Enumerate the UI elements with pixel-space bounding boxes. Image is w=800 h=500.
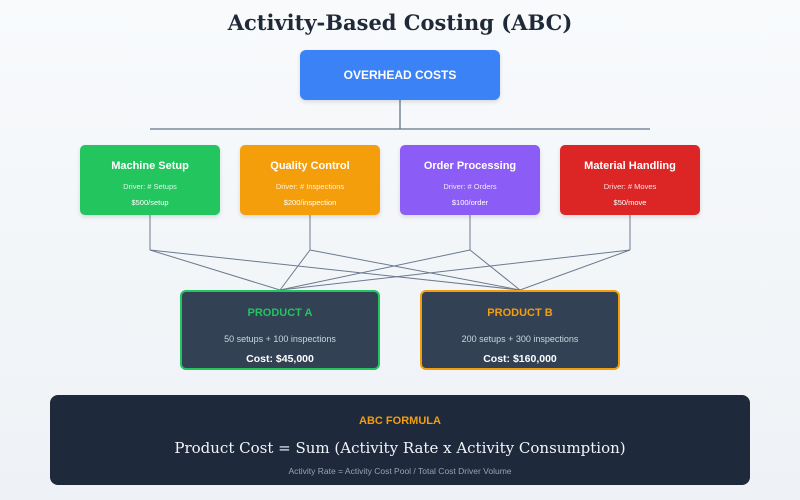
activity-order-processing: Order Processing Driver: # Orders $100/o…	[400, 145, 540, 215]
diagram-title: Activity-Based Costing (ABC)	[227, 10, 573, 35]
activity-quality-control: Quality Control Driver: # Inspections $2…	[240, 145, 380, 215]
link-4-a	[279, 249, 631, 291]
activity-rate: $200/inspection	[283, 198, 337, 207]
link-4-b	[519, 249, 631, 291]
activity-rate: $50/move	[613, 198, 647, 207]
product-consumption: 200 setups + 300 inspections	[461, 334, 579, 344]
product-b-node: PRODUCT B 200 setups + 300 inspections C…	[420, 290, 620, 370]
activity-name: Machine Setup	[111, 160, 189, 172]
activity-name: Material Handling	[584, 160, 676, 172]
product-cost: Cost: $45,000	[246, 353, 314, 365]
link-3-b	[469, 249, 521, 291]
link-2-b	[309, 249, 521, 291]
link-1-b	[149, 249, 521, 291]
product-name: PRODUCT B	[487, 307, 553, 319]
link-1-a	[149, 249, 281, 291]
activity-material-handling: Material Handling Driver: # Moves $50/mo…	[560, 145, 700, 215]
overhead-costs-node: OVERHEAD COSTS	[300, 50, 500, 100]
activity-driver: Driver: # Setups	[123, 182, 177, 191]
product-name: PRODUCT A	[247, 307, 313, 319]
activity-name: Order Processing	[423, 160, 517, 172]
activity-rate: $100/order	[451, 198, 489, 207]
link-2-a	[279, 249, 311, 291]
activity-name: Quality Control	[270, 160, 350, 172]
formula-label: ABC FORMULA	[359, 415, 441, 427]
activity-driver: Driver: # Inspections	[275, 182, 345, 191]
link-3-a	[279, 249, 471, 291]
activity-rate: $500/setup	[131, 198, 169, 207]
formula-equation: Product Cost = Sum (Activity Rate x Acti…	[174, 439, 626, 457]
product-consumption: 50 setups + 100 inspections	[224, 334, 336, 344]
product-cost: Cost: $160,000	[483, 353, 557, 365]
activity-driver: Driver: # Moves	[603, 182, 657, 191]
activity-driver: Driver: # Orders	[443, 182, 497, 191]
product-a-node: PRODUCT A 50 setups + 100 inspections Co…	[180, 290, 380, 370]
abc-formula-panel: ABC FORMULA Product Cost = Sum (Activity…	[50, 395, 750, 485]
activity-machine-setup: Machine Setup Driver: # Setups $500/setu…	[80, 145, 220, 215]
overhead-costs-label: OVERHEAD COSTS	[343, 68, 457, 82]
formula-note: Activity Rate = Activity Cost Pool / Tot…	[288, 466, 512, 476]
